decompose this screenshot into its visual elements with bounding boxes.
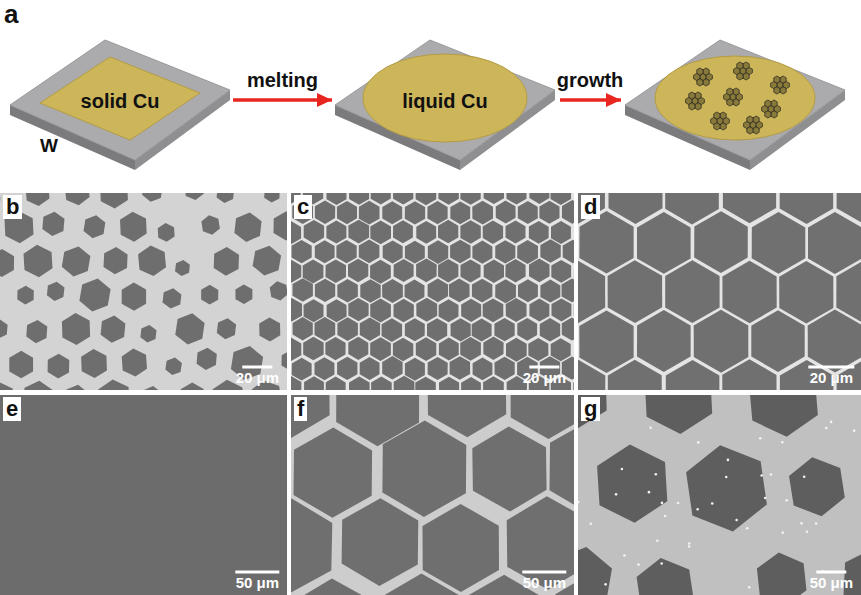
sem-image bbox=[0, 395, 287, 595]
scale-bar-label: 20 μm bbox=[810, 370, 853, 387]
growth-plate bbox=[625, 40, 845, 170]
process-arrow bbox=[560, 98, 621, 102]
scale-bar bbox=[242, 366, 272, 369]
liquid-cu-plate: liquid Cu bbox=[335, 35, 555, 175]
sem-image bbox=[578, 193, 861, 390]
panel-letter: f bbox=[294, 397, 307, 421]
scale-bar bbox=[529, 366, 559, 369]
panel-letter: e bbox=[3, 397, 21, 421]
panel-letter: d bbox=[581, 195, 600, 219]
process-arrow bbox=[233, 98, 332, 102]
scale-bar-label: 50 μm bbox=[523, 575, 566, 592]
substrate-label: W bbox=[40, 136, 58, 157]
panel-letter: a bbox=[4, 0, 18, 29]
scale-bar-label: 50 μm bbox=[810, 575, 853, 592]
material-label: liquid Cu bbox=[402, 90, 488, 121]
sem-image bbox=[0, 193, 287, 390]
sem-image bbox=[291, 395, 574, 595]
panel-letter: b bbox=[3, 195, 22, 219]
scale-bar bbox=[235, 571, 279, 574]
step-label: growth bbox=[557, 69, 624, 91]
scale-bar bbox=[522, 571, 566, 574]
scale-bar bbox=[808, 366, 854, 369]
scale-bar-label: 50 μm bbox=[236, 575, 279, 592]
step-label: melting bbox=[247, 69, 318, 91]
panel-letter: c bbox=[294, 195, 312, 219]
scale-bar-label: 20 μm bbox=[236, 370, 279, 387]
scale-bar-label: 20 μm bbox=[523, 370, 566, 387]
scale-bar bbox=[816, 571, 846, 574]
sem-image bbox=[578, 395, 861, 595]
material-label: solid Cu bbox=[81, 90, 160, 121]
sem-image bbox=[291, 193, 574, 390]
panel-letter: g bbox=[581, 397, 600, 421]
